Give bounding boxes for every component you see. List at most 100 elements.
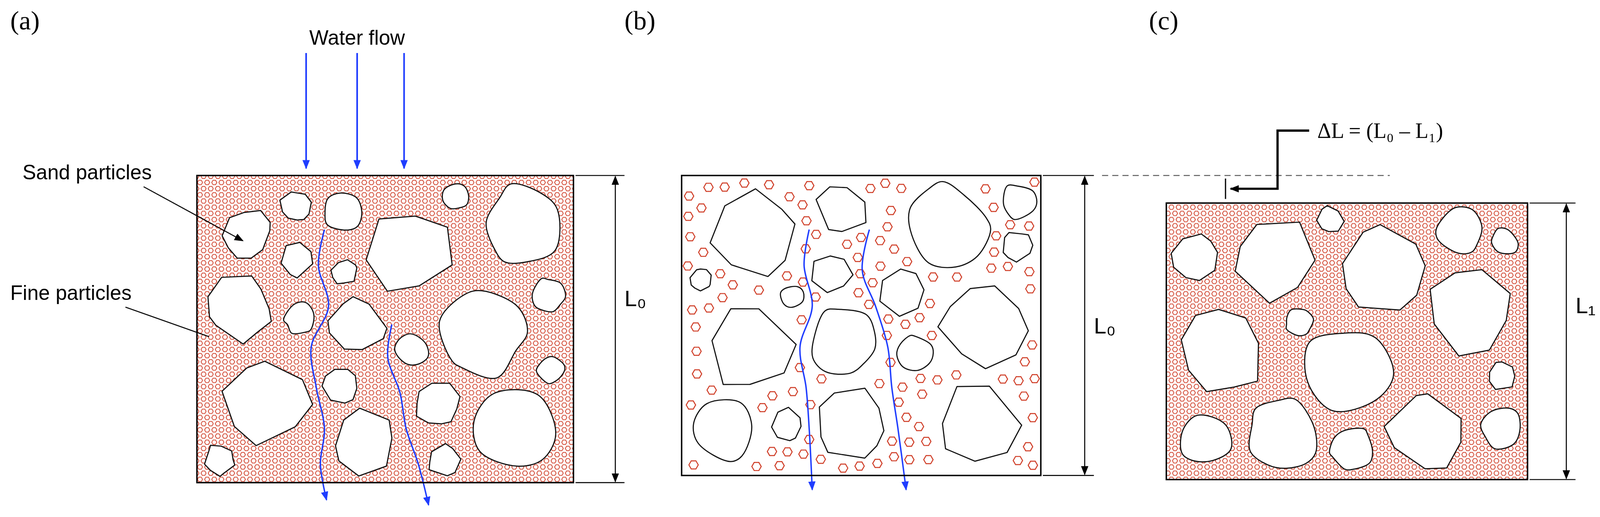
sand-particle — [1003, 184, 1037, 220]
sand-particle — [222, 210, 271, 259]
fine-particle — [838, 464, 849, 473]
fine-particle — [692, 369, 702, 379]
fine-particle — [727, 280, 738, 290]
fine-particle — [1019, 357, 1030, 366]
fine-particle — [886, 206, 896, 215]
fine-particle — [804, 181, 815, 190]
soil-sample-panel — [1166, 203, 1528, 480]
fine-particle-matrix — [196, 175, 574, 483]
fine-particle — [896, 184, 907, 193]
fine-particle — [921, 437, 931, 446]
sand-particle — [366, 216, 453, 292]
dimension-line — [575, 175, 625, 483]
fine-particle-matrix — [1166, 203, 1528, 480]
fine-particle — [801, 216, 812, 225]
sand-particle — [324, 193, 362, 231]
dimension-arrow — [614, 176, 616, 482]
sand-particle — [328, 296, 387, 350]
sand-particle — [1235, 222, 1315, 304]
sample-border — [1166, 203, 1528, 480]
fine-particle — [1024, 267, 1035, 276]
sand-particle — [693, 399, 752, 462]
fine-particle — [683, 212, 694, 221]
fine-particle — [867, 278, 878, 288]
fine-particle — [897, 383, 908, 392]
sand-particle — [429, 443, 462, 477]
fine-particle — [902, 257, 912, 266]
fine-particle — [1013, 456, 1023, 465]
sand-particle — [1180, 415, 1232, 462]
sand-particle — [1171, 234, 1218, 281]
extension-line — [1529, 478, 1576, 480]
sand-particle — [812, 309, 876, 375]
sand-particle — [485, 183, 560, 264]
sand-particle — [1003, 232, 1033, 262]
fine-particle — [900, 320, 911, 329]
sand-particle — [331, 259, 358, 284]
fine-particle — [916, 374, 926, 383]
sand-particle — [712, 308, 797, 385]
sand-particle — [1491, 227, 1519, 254]
fine-particle — [932, 375, 943, 385]
sand-particle — [896, 335, 934, 371]
sand-particle — [690, 268, 712, 291]
sand-particle — [1430, 269, 1511, 356]
sand-particle — [1304, 332, 1394, 412]
sand-particle — [1329, 428, 1373, 471]
fine-particle — [684, 191, 694, 201]
fine-particle — [842, 240, 852, 249]
fine-particle — [951, 370, 962, 380]
extension-line — [575, 482, 625, 484]
fine-particle — [703, 183, 714, 192]
fine-particle — [875, 236, 885, 245]
sample-border — [196, 175, 574, 483]
fine-particle — [816, 374, 827, 384]
fine-particle — [894, 398, 904, 407]
sand-particle — [473, 389, 556, 467]
fine-particle — [698, 248, 709, 257]
fine-particle — [856, 233, 866, 242]
part-label: Sand particles — [22, 161, 152, 185]
fine-particle — [784, 192, 795, 201]
fine-particle — [989, 248, 999, 257]
sand-particle — [416, 383, 460, 424]
leader-line — [125, 306, 210, 337]
fine-particle — [874, 379, 885, 388]
sand-particle — [812, 256, 854, 293]
sand-particle — [280, 191, 312, 220]
panel-letter: (b) — [624, 6, 656, 37]
dimension-arrow — [1084, 176, 1086, 475]
fine-particle — [998, 374, 1008, 384]
sand-particle — [207, 275, 272, 344]
fine-particle — [1025, 284, 1036, 293]
fine-particle — [782, 271, 792, 281]
sand-particle — [1435, 206, 1483, 254]
fine-particle — [980, 184, 991, 194]
sand-particle — [335, 408, 392, 477]
fine-particle — [883, 314, 894, 324]
fine-particle — [691, 347, 702, 356]
sand-particle — [321, 369, 357, 404]
fine-particle — [816, 455, 826, 464]
water-flow-arrow — [403, 53, 405, 169]
fine-particle — [754, 285, 764, 295]
fine-particle — [685, 232, 696, 242]
sample-border — [681, 175, 1041, 476]
fine-particle — [739, 178, 750, 188]
fine-particle — [811, 230, 822, 239]
fine-particle — [686, 401, 696, 410]
fine-particle — [1005, 220, 1016, 230]
fine-particle — [704, 304, 714, 313]
dimension-line — [1042, 175, 1094, 476]
sand-particle — [816, 186, 866, 232]
sand-particle — [204, 445, 235, 477]
soil-sample-panel — [681, 175, 1041, 491]
fine-particle — [797, 315, 807, 324]
dimension-label: L₀ — [624, 285, 647, 312]
sand-particle — [280, 242, 313, 278]
fine-particle — [882, 222, 893, 232]
fine-particle — [853, 288, 864, 298]
fine-particle — [986, 264, 996, 273]
